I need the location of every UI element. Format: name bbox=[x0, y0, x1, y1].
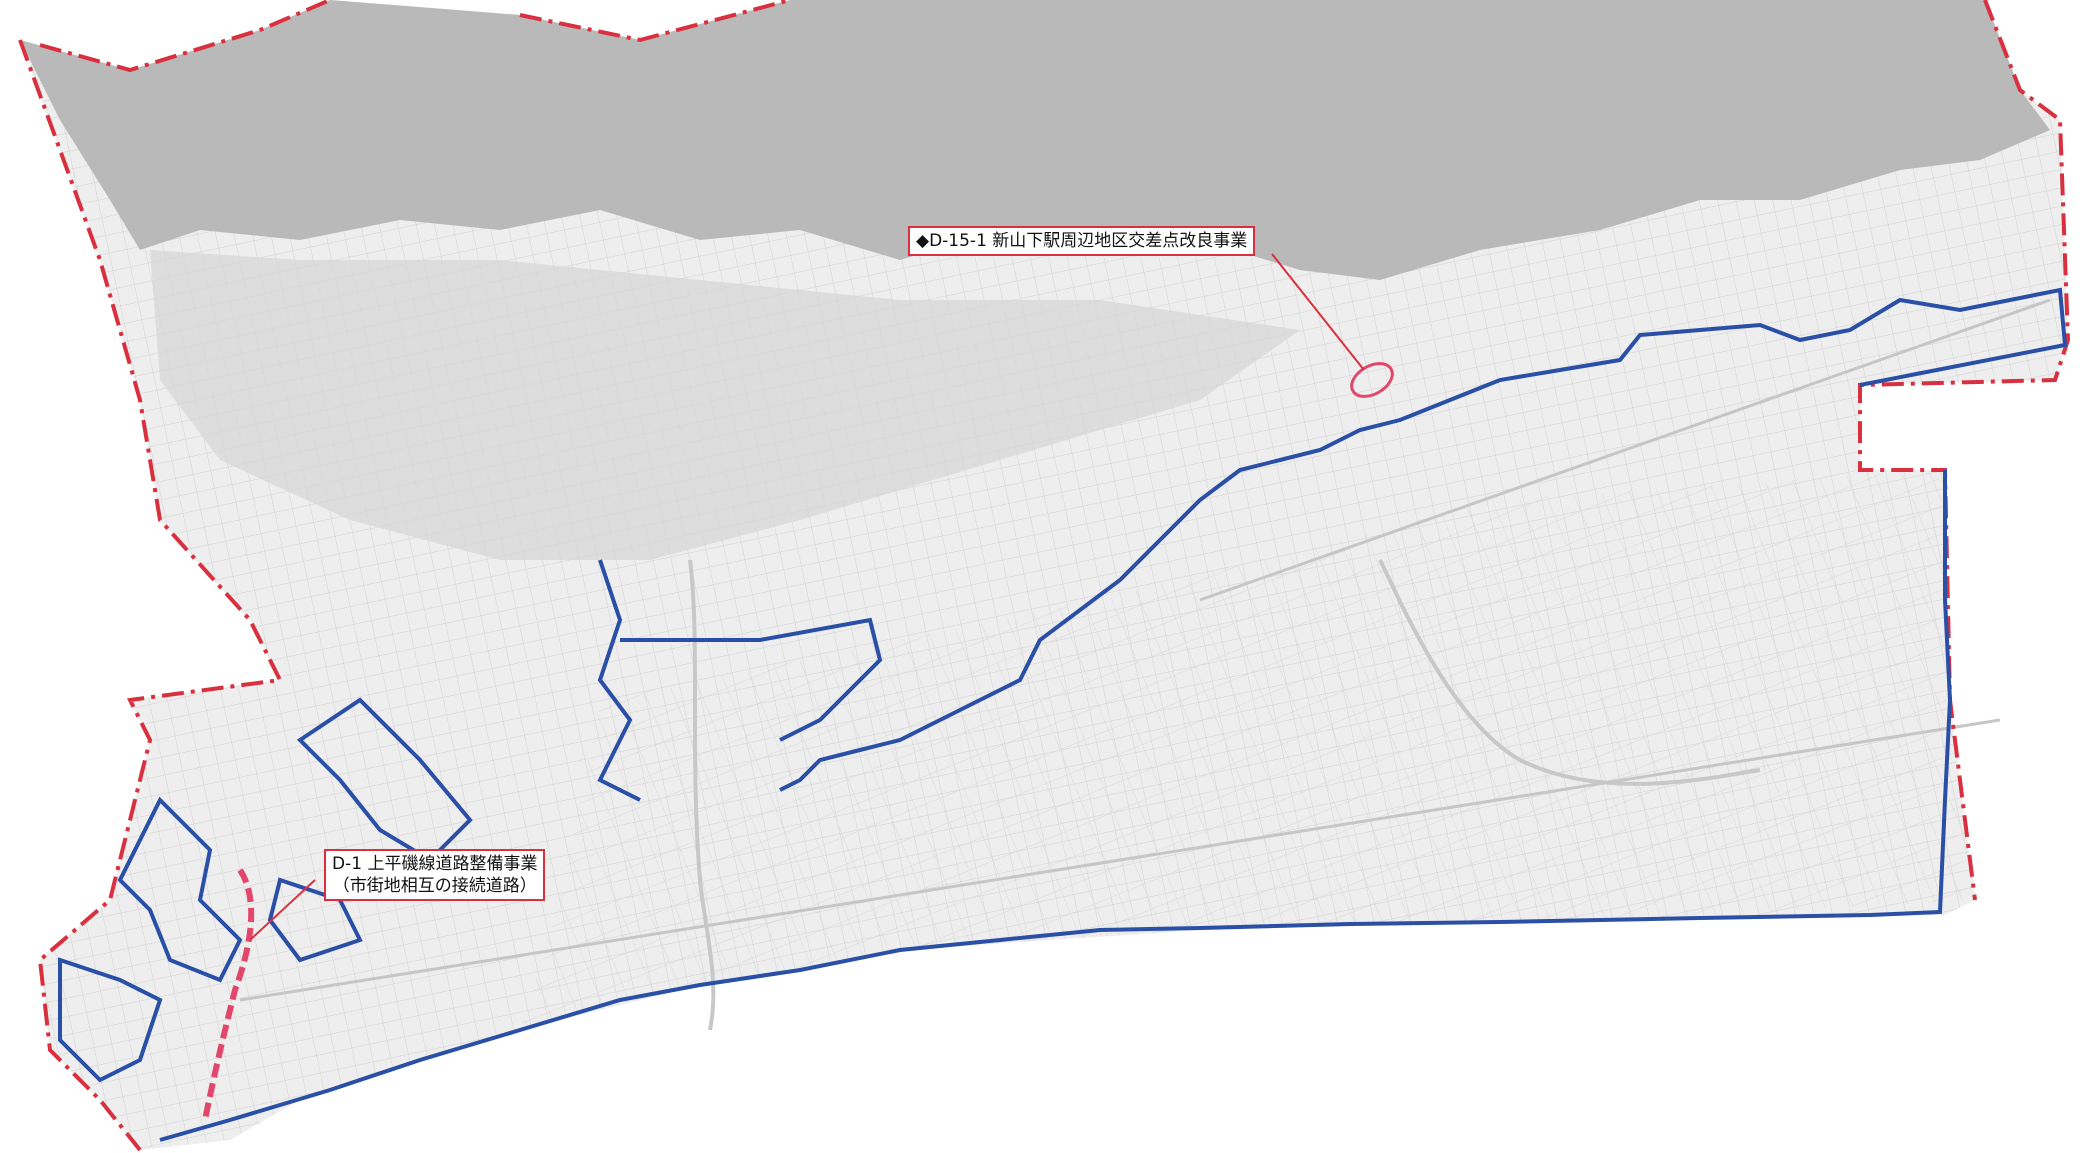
annotation-d1-label-line2: （市街地相互の接続道路） bbox=[332, 876, 537, 896]
leader-line-d1 bbox=[249, 879, 316, 941]
urbanization-boundary-line bbox=[159, 287, 2068, 1142]
city-boundary-line bbox=[18, 0, 2071, 1152]
leader-line-d15 bbox=[1271, 253, 1365, 371]
annotation-d15-1-label: ◆D-15-1 新山下駅周辺地区交差点改良事業 bbox=[916, 231, 1248, 251]
annotation-d15-1: ◆D-15-1 新山下駅周辺地区交差点改良事業 bbox=[908, 226, 1256, 256]
annotation-d1-label-line1: D-1 上平磯線道路整備事業 bbox=[332, 854, 538, 874]
annotation-d1: D-1 上平磯線道路整備事業 （市街地相互の接続道路） bbox=[324, 849, 546, 901]
project-road-d1 bbox=[202, 868, 255, 1121]
project-location-d15-marker bbox=[1350, 362, 1394, 398]
mountain-terrain bbox=[20, 0, 2050, 280]
